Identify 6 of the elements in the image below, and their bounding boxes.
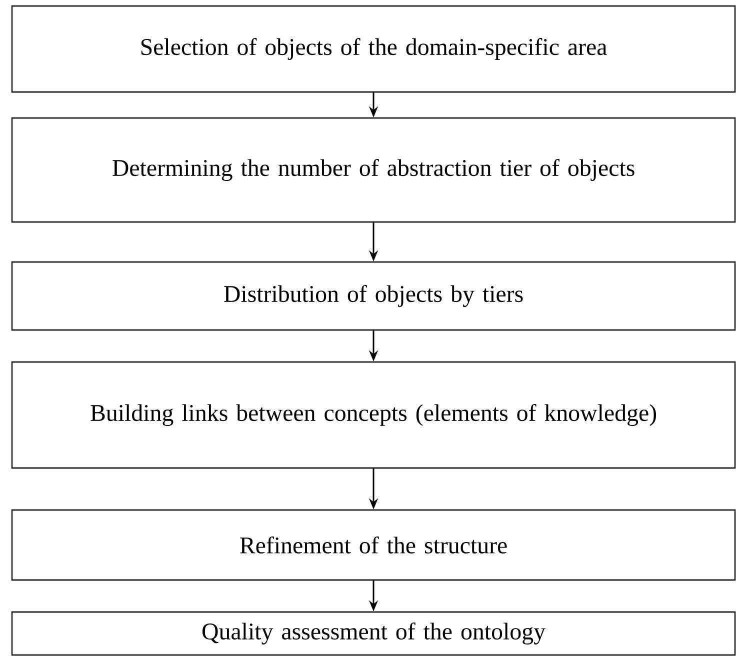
- process-box: Quality assessment of the ontology: [11, 611, 736, 656]
- process-box: Determining the number of abstraction tier of objects: [11, 117, 736, 223]
- process-box: Selection of objects of the domain-specific area: [11, 5, 736, 93]
- process-box: Distribution of objects by tiers: [11, 261, 736, 331]
- process-box: Refinement of the structure: [11, 509, 736, 581]
- process-box: Building links between concepts (elements of knowledge): [11, 361, 736, 469]
